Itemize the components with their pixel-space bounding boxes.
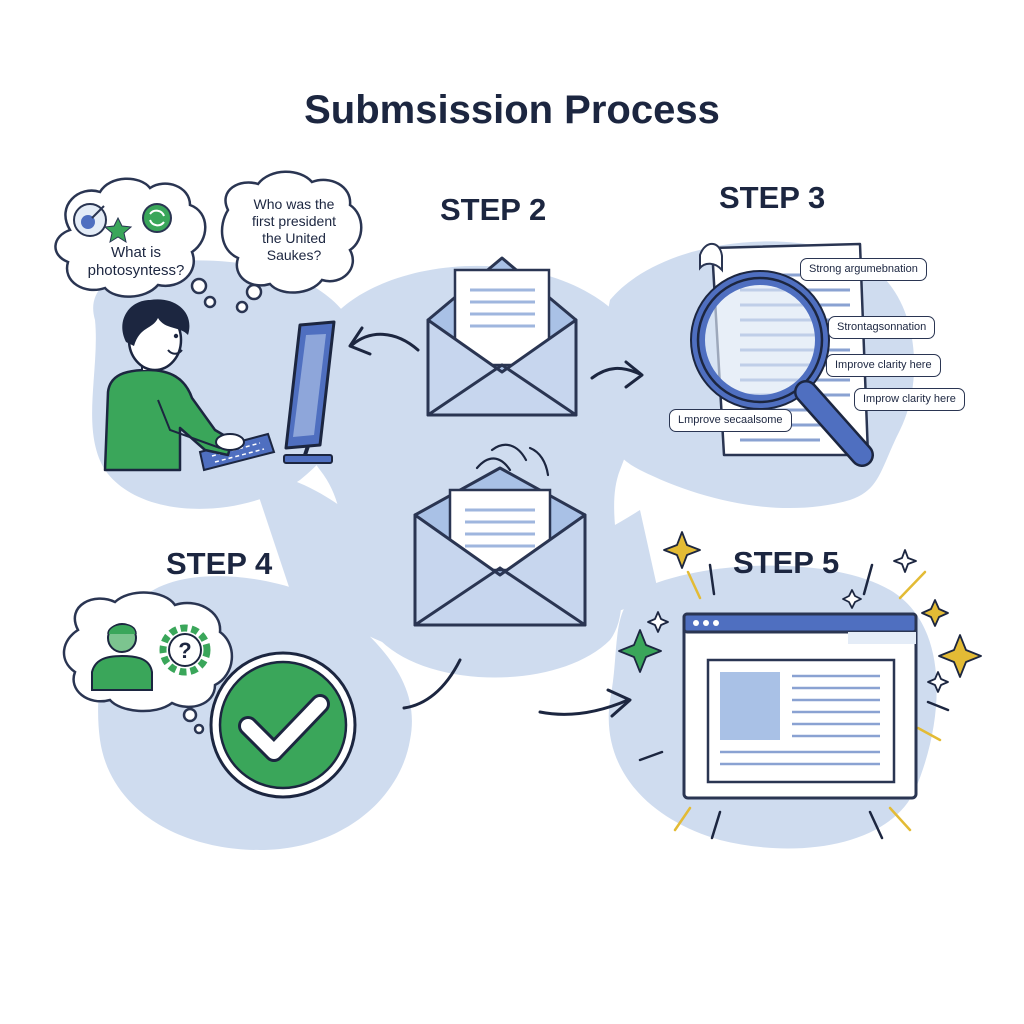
step1-student-scene bbox=[54, 170, 363, 472]
review-callout: Improw clarity here bbox=[854, 388, 965, 411]
center-envelope-icon bbox=[413, 466, 587, 627]
sparkle-icon bbox=[618, 531, 982, 693]
reviewer-person-icon bbox=[91, 623, 153, 691]
magnifier-icon bbox=[690, 270, 874, 467]
review-callout: Improve clarity here bbox=[826, 354, 941, 377]
computer-icon bbox=[283, 320, 336, 464]
motion-lines bbox=[475, 443, 550, 477]
flow-arrows bbox=[348, 326, 644, 718]
step3-review-scene bbox=[690, 242, 874, 467]
step4-label: STEP 4 bbox=[166, 546, 273, 581]
page-title: Submsission Process bbox=[304, 88, 720, 132]
browser-window-icon bbox=[682, 612, 918, 800]
review-callout: Strontagsonnation bbox=[828, 316, 936, 339]
science-icon bbox=[73, 203, 172, 244]
step4-approval-scene: ? bbox=[62, 591, 357, 799]
check-icon bbox=[209, 651, 357, 799]
sparkle-rays bbox=[638, 563, 950, 840]
arrow-to-review bbox=[590, 360, 644, 389]
step5-label: STEP 5 bbox=[733, 545, 840, 580]
arrow-to-published bbox=[538, 688, 632, 718]
step5-published-scene bbox=[618, 531, 982, 840]
review-callout: Lmprove secaalsome bbox=[669, 409, 792, 432]
step2-envelope-icon bbox=[426, 256, 578, 417]
thought-text-left: What is photosyntess? bbox=[87, 244, 185, 279]
review-callout: Strong argumebnation bbox=[800, 258, 927, 281]
gear-question-icon: ? bbox=[159, 624, 211, 676]
thought-bubble-left bbox=[54, 177, 217, 309]
thought-bubble-right bbox=[220, 170, 363, 314]
thought-text-right: Who was the first president the United S… bbox=[251, 196, 337, 263]
svg-text:?: ? bbox=[178, 638, 191, 663]
person-icon bbox=[103, 299, 245, 472]
step3-label: STEP 3 bbox=[719, 180, 826, 215]
arrow-to-computer bbox=[348, 326, 420, 356]
step2-label: STEP 2 bbox=[440, 192, 547, 227]
arrow-center-to-check bbox=[402, 658, 462, 710]
